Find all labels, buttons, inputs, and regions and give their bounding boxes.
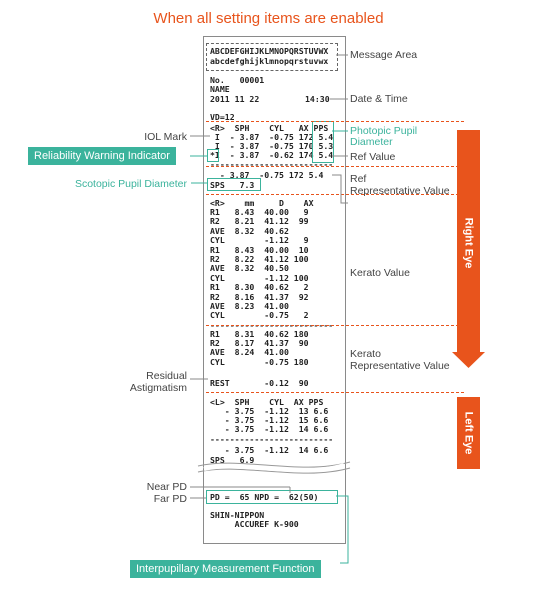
right-eye-label: Right Eye [461, 217, 474, 269]
scotopic-highlight-box [207, 178, 261, 191]
ref-rep-label-2: Representative Value [350, 185, 450, 197]
left-eye-row: - 3.75 -1.12 15 6.6 [210, 415, 329, 425]
kerato-row: R1 8.30 40.62 2 [210, 282, 309, 293]
left-scotopic: SPS 6.9 [210, 455, 255, 465]
kerato-row: R2 8.22 41.12 100 [210, 254, 309, 264]
far-pd-label: Far PD [153, 493, 187, 505]
ref-separator: ------------------------- [210, 159, 334, 169]
ref-row-2: I - 3.87 -0.75 170 5.3 [210, 141, 334, 151]
left-eye-separator-line [206, 392, 464, 393]
left-eye-bar [457, 397, 480, 469]
pd-line: PD = 65 NPD = 62(50) [210, 492, 319, 502]
residual-label-2: Astigmatism [129, 382, 187, 394]
kerato-row: CYL -0.75 2 [210, 310, 309, 321]
printout-ticket [203, 36, 346, 544]
kerato-row: AVE 8.32 40.62 [210, 225, 289, 236]
ref-representative: - 3.87 -0.75 172 5.4 [210, 170, 324, 180]
left-separator: ------------------------- [210, 434, 334, 444]
kerato-rep-row: R2 8.17 41.37 90 [210, 338, 309, 349]
ref-rep-label-1: Ref [350, 173, 367, 185]
ref-rep-separator [206, 166, 464, 167]
left-header: <L> SPH CYL AX PPS [210, 397, 324, 407]
kerato-rep-row: AVE 8.24 41.00 [210, 347, 289, 358]
message-area-box [206, 43, 338, 71]
ref-section-separator [206, 121, 464, 122]
interpupillary-badge: Interpupillary Measurement Function [130, 560, 321, 578]
kerato-rep-label-2: Representative Value [350, 360, 450, 372]
ref-header: <R> SPH CYL AX PPS [210, 123, 329, 133]
kerato-row: R1 8.43 40.00 9 [210, 207, 309, 217]
name-line: NAME [210, 84, 230, 94]
rest-line: REST -0.12 90 [210, 378, 309, 388]
message-area-label: Message Area [350, 49, 418, 61]
iol-mark-label: IOL Mark [144, 131, 187, 143]
kerato-rep-row: R1 8.31 40.62 180 [210, 329, 309, 339]
kerato-row: CYL -1.12 100 [210, 272, 309, 283]
kerato-rep-row: CYL -0.75 180 [210, 356, 309, 367]
kerato-row: R1 8.43 40.00 10 [210, 244, 309, 255]
scotopic-label: Scotopic Pupil Diameter [74, 178, 187, 190]
kerato-rep-separator-line [206, 325, 464, 326]
kerato-row: CYL -1.12 9 [210, 235, 309, 246]
ref-row-3: *I - 3.87 -0.62 174 5.4 [210, 150, 334, 160]
time-line: 14:30 [305, 94, 330, 104]
scotopic-line: SPS 7.3 [210, 180, 255, 190]
message-line-2: abcdefghijklmnopqrstuvwx [210, 56, 329, 66]
pd-highlight-box [206, 490, 338, 504]
model-line: ACCUREF K-900 [210, 519, 299, 529]
vd-line: VD=12 [210, 112, 235, 122]
photopic-label-1: Photopic Pupil [350, 125, 418, 137]
left-eye-row: - 3.75 -1.12 14 6.6 [210, 424, 329, 434]
photopic-label-2: Diameter [350, 136, 393, 148]
right-eye-bar [457, 130, 480, 352]
patient-number: No. 00001 [210, 75, 265, 85]
left-eye-text-wrap: Left Eye [418, 412, 518, 455]
reliability-highlight-box [207, 149, 219, 162]
kerato-separator-line [206, 194, 464, 195]
ref-value-label: Ref Value [350, 151, 396, 163]
kerato-row: AVE 8.23 41.00 [210, 301, 289, 311]
kerato-row: R2 8.21 41.12 99 [210, 216, 309, 227]
left-representative: - 3.75 -1.12 14 6.6 [210, 445, 329, 455]
right-eye-text-wrap: Right Eye [418, 218, 518, 269]
date-time-label: Date & Time [350, 93, 408, 105]
left-eye-label: Left Eye [461, 411, 474, 455]
page-title: When all setting items are enabled [153, 10, 384, 27]
ref-row-1: I - 3.87 -0.75 172 5.4 [210, 132, 334, 142]
message-line-1: ABCDEFGHIJKLMNOPQRSTUVWX [210, 46, 329, 56]
kerato-value-label: Kerato Value [350, 267, 410, 279]
reliability-warning-badge: Reliability Warning Indicator [28, 147, 176, 165]
residual-label-1: Residual [146, 370, 187, 382]
left-eye-row: - 3.75 -1.12 13 6.6 [210, 406, 329, 416]
kerato-header: <R> mm D AX [210, 198, 314, 208]
kerato-row: AVE 8.32 40.50 [210, 263, 289, 274]
date-line: 2011 11 22 [210, 94, 260, 104]
printout-text: ABCDEFGHIJKLMNOPQRSTUVWX abcdefghijklmno… [0, 0, 537, 528]
kerato-rep-label-1: Kerato [350, 348, 381, 360]
kerato-row: R2 8.16 41.37 92 [210, 291, 309, 302]
maker-line: SHIN-NIPPON [210, 510, 265, 520]
near-pd-label: Near PD [146, 481, 187, 493]
